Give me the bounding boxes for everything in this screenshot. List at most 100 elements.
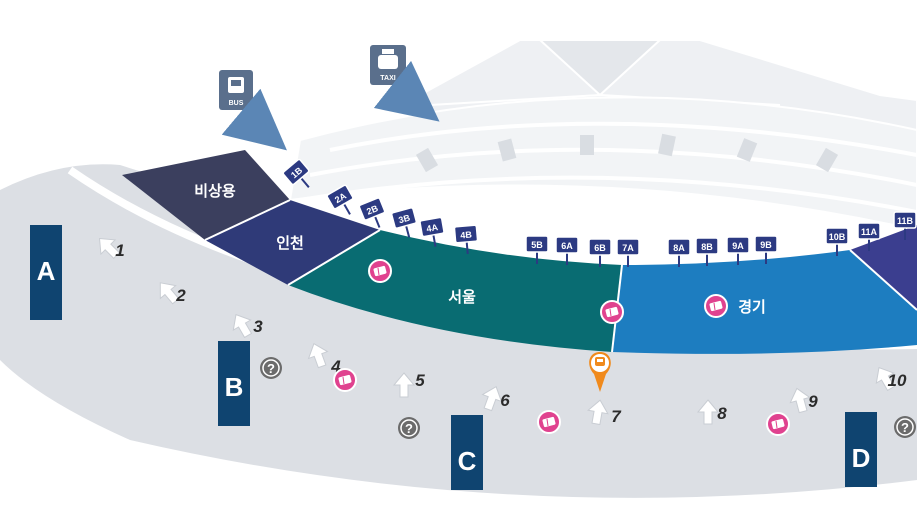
exit-6[interactable]: 6 <box>478 383 510 412</box>
svg-text:?: ? <box>405 421 413 436</box>
gate-label: 6A <box>561 241 573 251</box>
section-marker-A[interactable]: A <box>30 225 62 320</box>
info-icon[interactable]: ? <box>894 416 916 438</box>
gate-label: 11B <box>897 216 914 226</box>
gate-tag-2B[interactable]: 2B <box>358 197 390 231</box>
exit-2[interactable]: 2 <box>153 276 187 307</box>
gate-label: 3B <box>397 213 411 226</box>
gate-label: 9B <box>760 240 772 250</box>
direction-arrow-icon <box>159 282 180 305</box>
zone-label-incheon: 인천 <box>276 234 304 252</box>
info-icons: ??? <box>260 357 916 439</box>
exit-label: 1 <box>115 241 124 260</box>
exit-label: 2 <box>175 286 186 305</box>
zone-incheon[interactable] <box>205 200 380 285</box>
gate-tag-3B[interactable]: 3B <box>391 207 419 240</box>
direction-arrow-icon <box>481 385 503 412</box>
gate-label: 4B <box>460 229 473 240</box>
info-icon[interactable]: ? <box>398 417 420 439</box>
gate-tag-6A[interactable]: 6A <box>555 236 579 265</box>
exit-5[interactable]: 5 <box>392 371 425 398</box>
gate-label: 9A <box>732 241 744 251</box>
section-label: A <box>37 256 56 286</box>
exit-arrows: 1 2 3 4 5 6 7 8 9 10 <box>92 231 907 426</box>
exit-10[interactable]: 10 <box>870 363 907 394</box>
gate-label: 4A <box>426 222 440 234</box>
gate-tag-2A[interactable]: 2A <box>326 184 359 220</box>
exit-label: 5 <box>415 371 425 390</box>
gate-tag-8B[interactable]: 8B <box>695 237 719 266</box>
section-marker-B[interactable]: B <box>218 341 250 426</box>
exit-label: 7 <box>611 407 622 426</box>
zone-emergency[interactable] <box>122 150 290 240</box>
exit-label: 9 <box>808 392 818 411</box>
zone-gyeonggi[interactable] <box>612 250 917 354</box>
gate-tag-7A[interactable]: 7A <box>616 238 640 267</box>
ticket-icon[interactable] <box>333 368 357 392</box>
gate-label: 8B <box>701 242 713 252</box>
ticket-icon[interactable] <box>766 412 790 436</box>
direction-arrow-icon <box>307 342 329 369</box>
gate-tag-9A[interactable]: 9A <box>726 236 750 265</box>
ticket-icon[interactable] <box>704 294 728 318</box>
svg-text:?: ? <box>901 420 909 435</box>
parking-zones <box>122 150 917 354</box>
gate-tag-11B[interactable]: 11B <box>893 211 917 240</box>
taxi-label: TAXI <box>380 75 395 82</box>
direction-arrow-icon <box>232 313 253 339</box>
gate-label: 6B <box>594 243 606 253</box>
svg-text:?: ? <box>267 361 275 376</box>
section-marker-D[interactable]: D <box>845 412 877 487</box>
ticket-icon[interactable] <box>368 259 392 283</box>
section-label: D <box>852 443 871 473</box>
gate-tag-1B[interactable]: 1B <box>282 158 317 195</box>
gate-label: 2B <box>365 203 380 217</box>
bus-arrow-icon <box>221 88 287 151</box>
exit-label: 4 <box>330 357 341 376</box>
exit-1[interactable]: 1 <box>92 231 125 262</box>
gate-tag-8A[interactable]: 8A <box>667 238 691 267</box>
gate-label: 5B <box>531 240 543 250</box>
zone-label-gyeonggi: 경기 <box>738 298 766 316</box>
exit-4[interactable]: 4 <box>304 340 341 376</box>
section-markers: A B C D <box>30 225 877 490</box>
zone-east[interactable] <box>850 225 917 310</box>
gate-tag-5B[interactable]: 5B <box>525 235 549 264</box>
section-marker-C[interactable]: C <box>451 415 483 490</box>
gate-label: 10B <box>829 232 846 242</box>
taxi-sign[interactable]: TAXI <box>370 45 440 122</box>
bus-sign[interactable]: BUS <box>219 70 287 151</box>
bus-label: BUS <box>229 100 244 107</box>
exit-label: 10 <box>888 371 907 390</box>
section-label: B <box>225 372 244 402</box>
ticket-icon[interactable] <box>537 410 561 434</box>
gate-tag-4B[interactable]: 4B <box>453 224 479 255</box>
exit-label: 3 <box>253 317 263 336</box>
exit-8[interactable]: 8 <box>696 399 727 425</box>
exit-label: 8 <box>717 404 727 423</box>
taxi-arrow-icon <box>373 60 440 122</box>
info-icon[interactable]: ? <box>260 357 282 379</box>
gate-tag-11A[interactable]: 11A <box>857 222 881 251</box>
exit-7[interactable]: 7 <box>586 398 622 426</box>
gate-label: 8A <box>673 243 685 253</box>
gate-tag-10B[interactable]: 10B <box>825 227 849 256</box>
stadium-aisles <box>415 133 839 173</box>
section-label: C <box>458 446 477 476</box>
gate-label: 7A <box>622 243 634 253</box>
gate-tag-9B[interactable]: 9B <box>754 235 778 264</box>
gate-tag-6B[interactable]: 6B <box>588 238 612 267</box>
exit-9[interactable]: 9 <box>787 386 818 414</box>
direction-arrow-icon <box>789 387 811 414</box>
gate-tag-4A[interactable]: 4A <box>419 216 447 248</box>
zone-seoul[interactable] <box>288 230 622 352</box>
ticket-icon[interactable] <box>600 300 624 324</box>
exit-3[interactable]: 3 <box>227 310 263 341</box>
direction-arrow-icon <box>696 399 720 425</box>
bus-stop-marker-icon[interactable] <box>589 352 611 392</box>
exit-label: 6 <box>500 391 510 410</box>
direction-arrow-icon <box>392 372 416 398</box>
